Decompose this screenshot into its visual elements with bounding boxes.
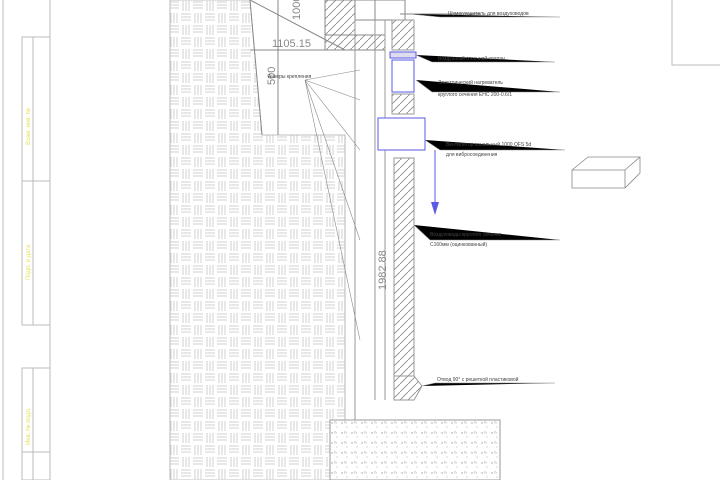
dimension-lines: 1105.15 500 1000	[249, 0, 346, 135]
label-valve: Воздушный отсечной клапан	[438, 55, 505, 62]
callouts	[304, 13, 565, 387]
dim-horizontal: 1105.15	[272, 38, 311, 50]
label-heater-1: Электрический нагреватель	[438, 79, 503, 86]
title-field-replace: Взам. инв. №	[25, 108, 32, 145]
label-anchors: Анкеры крепления	[268, 74, 312, 80]
elbow	[393, 375, 423, 401]
brick-wall	[169, 0, 346, 480]
label-fan-2: для вибросоединения	[446, 152, 498, 158]
duct-assembly: 1982.88	[354, 19, 439, 420]
title-block: Взам. инв. № Подп. и дата Инв. № подл.	[2, 0, 51, 480]
label-heater-2: круглого сечения EHC 200-0.6/1	[438, 92, 512, 98]
label-duct-1: Воздуховоды круглого сечения	[430, 232, 502, 238]
air-valve	[389, 51, 417, 59]
title-field-inv: Инв. № подл.	[25, 407, 32, 445]
label-duct-2: С160мм (оцинкованный)	[430, 241, 487, 248]
dim-duct: 1982.88	[377, 250, 389, 290]
fan	[377, 117, 426, 151]
airflow-arrow	[431, 150, 439, 215]
dim-top: 1000	[291, 0, 303, 20]
label-silencer: Шумоглушитель для воздуховодов	[448, 11, 529, 17]
silencer	[391, 19, 415, 51]
frame-corner	[671, 0, 720, 66]
dim-vertical: 500	[266, 67, 278, 85]
duct	[393, 157, 415, 377]
heater	[391, 59, 415, 93]
label-elbow: Отвод 90° с решеткой пластиковой	[437, 376, 519, 383]
title-field-sign: Подп. и дата	[26, 244, 32, 280]
label-fan-1: Вентилятор канальный 1000 OFS 5d	[446, 141, 531, 148]
box-sketch	[571, 156, 641, 189]
concrete-slab	[329, 419, 501, 480]
